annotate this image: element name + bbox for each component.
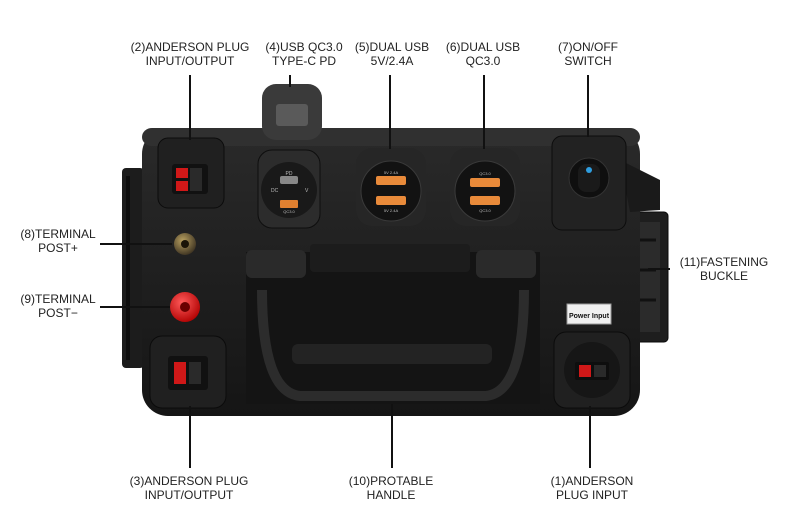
callout-terminal-positive: (8)TERMINAL POST+ [10, 227, 106, 255]
power-input-sticker: Power Input [569, 313, 610, 320]
callout-line2: TYPE-C PD [271, 54, 336, 68]
callout-line1: (9)TERMINAL [20, 292, 96, 306]
leader-line-3 [189, 406, 191, 468]
callout-line1: (6)DUAL USB [445, 40, 521, 54]
v-text: V [305, 188, 309, 194]
callout-handle: (10)PROTABLE HANDLE [332, 474, 450, 502]
callout-anderson-input: (1)ANDERSON PLUG INPUT [532, 474, 652, 502]
leader-line-6 [483, 75, 485, 149]
leader-line-9 [100, 306, 170, 308]
leader-line-1 [589, 406, 591, 468]
on-off-switch [551, 135, 627, 231]
callout-line2: HANDLE [366, 488, 416, 502]
callout-line2: SWITCH [564, 54, 612, 68]
usb-qc-typec-module: PD DC V QC3.0 [257, 84, 322, 229]
callout-line1: (11)FASTENING [679, 255, 769, 269]
dual-usb-5v-port: 5V 2.4A 5V 2.4A [356, 148, 426, 226]
callout-line2: QC3.0 [465, 54, 501, 68]
anderson-plug-top [157, 137, 225, 209]
callout-line1: (5)DUAL USB [354, 40, 430, 54]
callout-line2: INPUT/OUTPUT [144, 488, 234, 502]
left-side-ribs [122, 168, 144, 368]
callout-dual-usb-5v: (5)DUAL USB 5V/2.4A [352, 40, 432, 68]
callout-anderson-bottom: (3)ANDERSON PLUG INPUT/OUTPUT [114, 474, 264, 502]
callout-line1: (4)USB QC3.0 [265, 40, 343, 54]
callout-line1: (8)TERMINAL [20, 227, 96, 241]
callout-line1: (2)ANDERSON PLUG [130, 40, 250, 54]
usb5v-label-a: 5V 2.4A [384, 170, 399, 175]
callout-line2: BUCKLE [699, 269, 749, 283]
callout-line1: (1)ANDERSON [550, 474, 634, 488]
leader-line-7 [587, 75, 589, 137]
usb5v-label-b: 5V 2.4A [384, 208, 399, 213]
callout-terminal-negative: (9)TERMINAL POST− [10, 292, 106, 320]
anderson-plug-bottom [149, 335, 227, 409]
qc-small-text: QC3.0 [283, 209, 295, 214]
dc-text: DC [271, 188, 279, 194]
callout-line2: POST+ [38, 241, 78, 255]
qc-label-b: QC3.0 [479, 208, 491, 213]
callout-line2: 5V/2.4A [370, 54, 414, 68]
callout-on-off: (7)ON/OFF SWITCH [548, 40, 628, 68]
leader-line-10 [391, 404, 393, 468]
typec-pd-text: PD [286, 171, 293, 177]
leader-line-4 [289, 75, 291, 87]
leader-line-8 [100, 243, 172, 245]
callout-line1: (10)PROTABLE [348, 474, 434, 488]
terminal-post-negative [170, 292, 200, 322]
callout-line2: INPUT/OUTPUT [145, 54, 235, 68]
leader-line-11 [648, 268, 670, 270]
callout-line2: PLUG INPUT [555, 488, 628, 502]
callout-line1: (3)ANDERSON PLUG [129, 474, 249, 488]
callout-dual-usb-qc: (6)DUAL USB QC3.0 [436, 40, 530, 68]
terminal-post-positive [174, 233, 196, 255]
dual-usb-qc-port: QC3.0 QC3.0 [450, 148, 520, 226]
leader-line-5 [389, 75, 391, 149]
callout-line2: POST− [38, 306, 78, 320]
callout-usb-qc-typec: (4)USB QC3.0 TYPE-C PD [254, 40, 354, 68]
anderson-plug-input [553, 303, 631, 409]
callout-fastening-buckle: (11)FASTENING BUCKLE [668, 255, 780, 283]
leader-line-2 [189, 75, 191, 140]
carry-handle [246, 244, 540, 404]
callout-anderson-top: (2)ANDERSON PLUG INPUT/OUTPUT [122, 40, 258, 68]
callout-line1: (7)ON/OFF [558, 40, 618, 54]
qc-label-a: QC3.0 [479, 171, 491, 176]
